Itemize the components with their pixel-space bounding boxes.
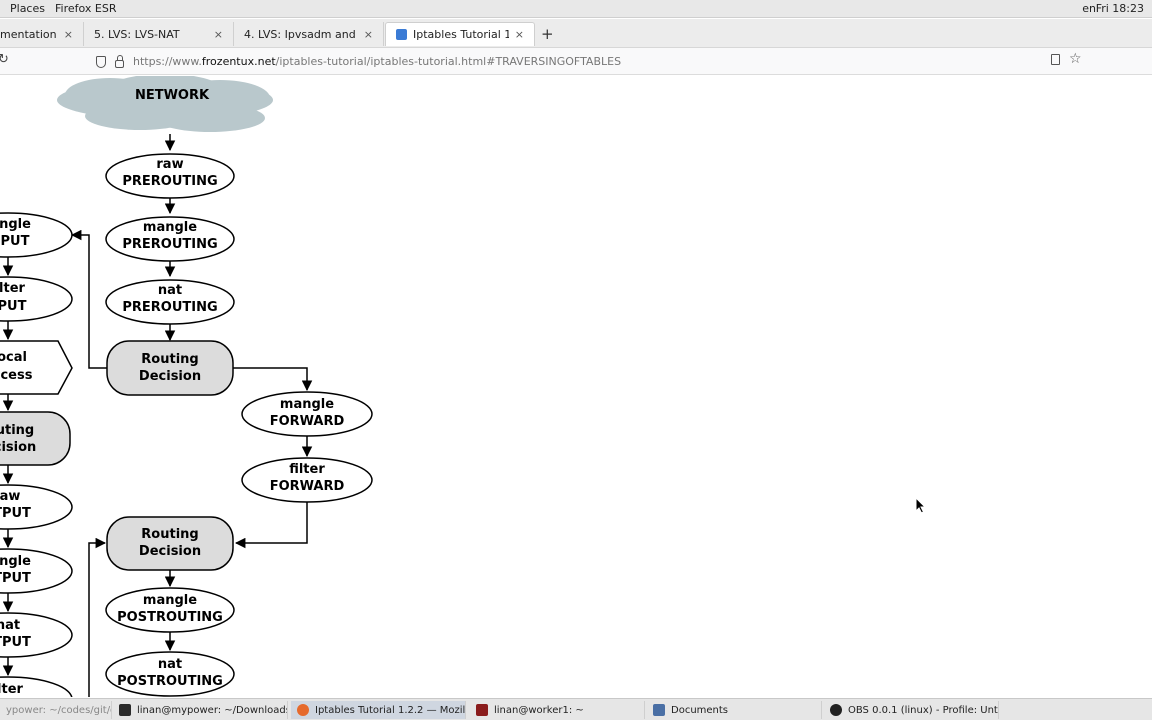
taskbar-item-label: ypower: ~/codes/git/gop... [6, 704, 111, 716]
taskbar-item-terminal-worker1[interactable]: linan@worker1: ~ [470, 701, 645, 719]
taskbar-item-terminal-gop[interactable]: ypower: ~/codes/git/gop... [0, 701, 112, 719]
node-line-1: filter [289, 462, 325, 477]
url-bar[interactable]: https://www.frozentux.net/iptables-tutor… [90, 51, 1090, 72]
url-text[interactable]: https://www.frozentux.net/iptables-tutor… [133, 55, 621, 68]
node-line-1: ngle [0, 217, 31, 232]
nat-prerouting-node: nat PREROUTING [105, 279, 235, 325]
node-line-2: TPUT [0, 506, 31, 521]
taskbar-item-label: linan@worker1: ~ [494, 704, 584, 716]
firefox-icon [297, 704, 309, 716]
app-menu[interactable]: Firefox ESR [55, 2, 117, 15]
node-line-1: mangle [280, 397, 334, 412]
node-line-2: PREROUTING [122, 300, 217, 315]
nat-postrouting-node: nat POSTROUTING [105, 651, 235, 697]
tab-label: 5. LVS: LVS-NAT [94, 27, 180, 41]
node-line-2: FORWARD [270, 414, 345, 429]
node-line-1: lter [0, 682, 24, 697]
navigation-bar: ↻ https://www.frozentux.net/iptables-tut… [0, 48, 1152, 75]
routing-decision-1-node: Routing Decision [106, 340, 234, 396]
taskbar-item-label: linan@mypower: ~/Downloads/de... [137, 704, 287, 716]
node-line-2: Decision [139, 544, 201, 559]
url-prefix: https://www. [133, 55, 202, 68]
tab-lvs-ipvsadm[interactable]: 4. LVS: Ipvsadm and Schedul × [234, 22, 384, 46]
mangle-forward-node: mangle FORWARD [241, 391, 373, 437]
routing-decision-2-node: Routing Decision [106, 516, 234, 571]
reader-view-icon[interactable] [1051, 54, 1060, 65]
network-label: NETWORK [135, 88, 210, 103]
mouse-pointer-icon [915, 497, 927, 514]
node-line-2: POSTROUTING [117, 674, 223, 689]
left-chain-column: ngle PUT lter PUT ocal ocess uting cisio… [0, 212, 73, 697]
taskbar-item-firefox[interactable]: Iptables Tutorial 1.2.2 — Mozilla F... [291, 701, 466, 719]
tracking-protection-shield-icon[interactable] [96, 55, 106, 68]
taskbar-item-label: Iptables Tutorial 1.2.2 — Mozilla F... [315, 704, 466, 716]
file-manager-icon [653, 704, 665, 716]
terminal-icon [476, 704, 488, 716]
close-icon[interactable]: × [363, 27, 373, 41]
obs-icon [830, 704, 842, 716]
node-line-1: uting [0, 423, 34, 438]
mangle-prerouting-node: mangle PREROUTING [105, 216, 235, 262]
url-domain: frozentux.net [201, 55, 276, 68]
node-line-2: PREROUTING [122, 237, 217, 252]
close-icon[interactable]: × [63, 27, 73, 41]
network-cloud: NETWORK [57, 76, 273, 132]
clock[interactable]: Fri 18:23 [1095, 2, 1144, 15]
node-line-2: FORWARD [270, 479, 345, 494]
node-line-2: Decision [139, 369, 201, 384]
filter-forward-node: filter FORWARD [241, 457, 373, 503]
taskbar-item-documents[interactable]: Documents [647, 701, 822, 719]
tab-lvs-nat[interactable]: 5. LVS: LVS-NAT × [84, 22, 234, 46]
node-line-2: TPUT [0, 571, 31, 586]
page-favicon-icon [396, 29, 407, 40]
node-line-1: nat [158, 283, 182, 298]
system-top-bar: Places Firefox ESR en Fri 18:23 [0, 0, 1152, 18]
node-line-1: ngle [0, 554, 31, 569]
node-line-1: lter [0, 281, 26, 296]
node-line-2: PUT [1, 234, 30, 249]
taskbar-item-terminal-downloads[interactable]: linan@mypower: ~/Downloads/de... [113, 701, 288, 719]
tab-documentation[interactable]: mentation × [0, 22, 84, 46]
reload-icon[interactable]: ↻ [0, 52, 9, 67]
node-line-2: ocess [0, 368, 33, 383]
tab-label: mentation [0, 27, 57, 41]
browser-tab-strip: mentation × 5. LVS: LVS-NAT × 4. LVS: Ip… [0, 19, 1152, 48]
taskbar-item-label: OBS 0.0.1 (linux) - Profile: Untitled ..… [848, 704, 999, 716]
node-line-1: Routing [141, 352, 198, 367]
page-content: NETWORK raw PREROUTING mangle PREROUTING… [0, 76, 1152, 697]
node-line-1: mangle [143, 220, 197, 235]
node-line-1: ocal [0, 350, 27, 365]
keyboard-language-indicator[interactable]: en [1082, 2, 1096, 15]
tab-label: 4. LVS: Ipvsadm and Schedul [244, 27, 358, 41]
taskbar-item-label: Documents [671, 704, 729, 716]
node-line-2: PUT [0, 299, 27, 314]
url-path: /iptables-tutorial/iptables-tutorial.htm… [275, 55, 622, 68]
terminal-icon [119, 704, 131, 716]
traversing-tables-diagram: NETWORK raw PREROUTING mangle PREROUTING… [0, 76, 373, 697]
close-icon[interactable]: × [213, 27, 223, 41]
node-line-1: aw [0, 489, 20, 504]
node-line-1: Routing [141, 527, 198, 542]
taskbar-item-obs[interactable]: OBS 0.0.1 (linux) - Profile: Untitled ..… [824, 701, 999, 719]
raw-prerouting-node: raw PREROUTING [105, 153, 235, 199]
node-line-2: TPUT [0, 635, 31, 650]
bookmark-star-icon[interactable]: ☆ [1069, 51, 1082, 67]
node-line-2: PREROUTING [122, 174, 217, 189]
tab-label: Iptables Tutorial 1.2.2 [413, 28, 509, 41]
mangle-postrouting-node: mangle POSTROUTING [105, 587, 235, 633]
close-icon[interactable]: × [514, 28, 524, 41]
node-line-1: nat [158, 657, 182, 672]
lock-icon[interactable] [115, 54, 124, 68]
node-line-2: POSTROUTING [117, 610, 223, 625]
tab-iptables-tutorial[interactable]: Iptables Tutorial 1.2.2 × [385, 22, 535, 46]
node-line-2: cision [0, 440, 36, 455]
node-line-1: mangle [143, 593, 197, 608]
new-tab-button[interactable]: + [541, 25, 554, 43]
node-line-1: nat [0, 618, 20, 633]
node-line-1: raw [156, 157, 183, 172]
window-list-taskbar: ypower: ~/codes/git/gop... linan@mypower… [0, 698, 1152, 720]
places-menu[interactable]: Places [10, 2, 45, 15]
